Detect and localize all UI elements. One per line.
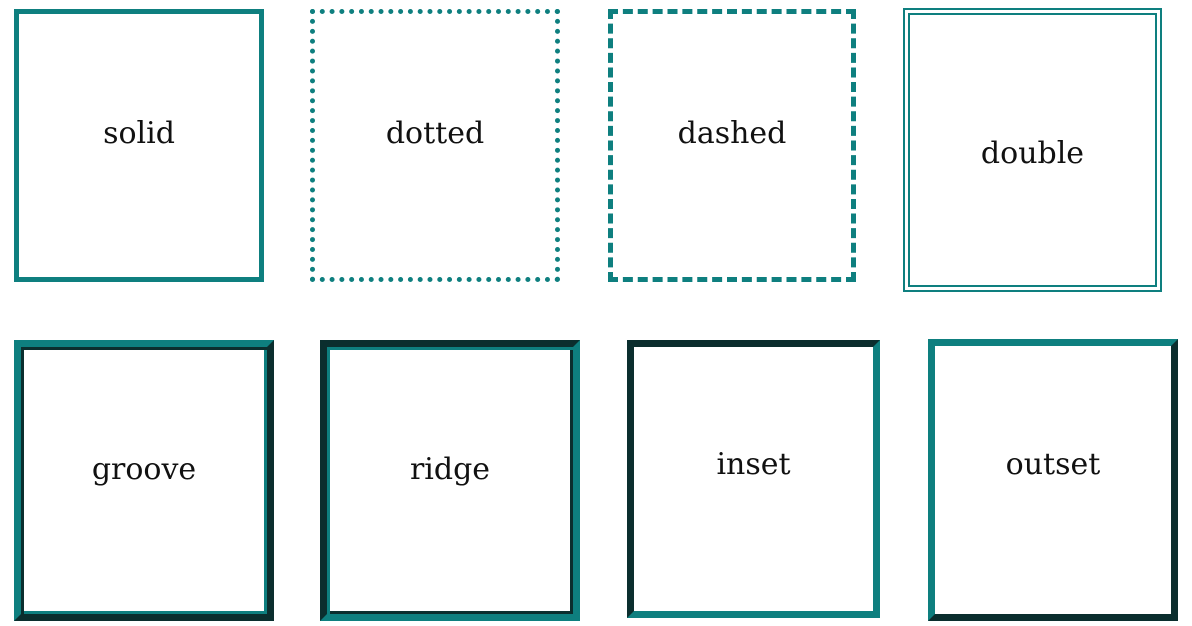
- box-label-double: double: [980, 135, 1085, 171]
- border-box-solid: solid: [14, 9, 264, 282]
- box-label-ridge: ridge: [409, 452, 491, 487]
- border-box-dotted: dotted: [310, 9, 560, 282]
- border-box-groove: groove: [14, 340, 274, 621]
- border-box-ridge: ridge: [320, 340, 580, 621]
- box-label-dashed: dashed: [677, 116, 787, 151]
- border-box-inset: inset: [627, 340, 880, 618]
- border-box-double: double: [903, 8, 1162, 292]
- box-label-solid: solid: [103, 116, 175, 151]
- box-label-groove: groove: [91, 452, 197, 487]
- border-box-dashed: dashed: [608, 9, 856, 282]
- box-label-outset: outset: [1005, 446, 1101, 482]
- border-box-outset: outset: [928, 339, 1178, 621]
- box-label-inset: inset: [716, 446, 791, 482]
- box-label-dotted: dotted: [385, 116, 485, 151]
